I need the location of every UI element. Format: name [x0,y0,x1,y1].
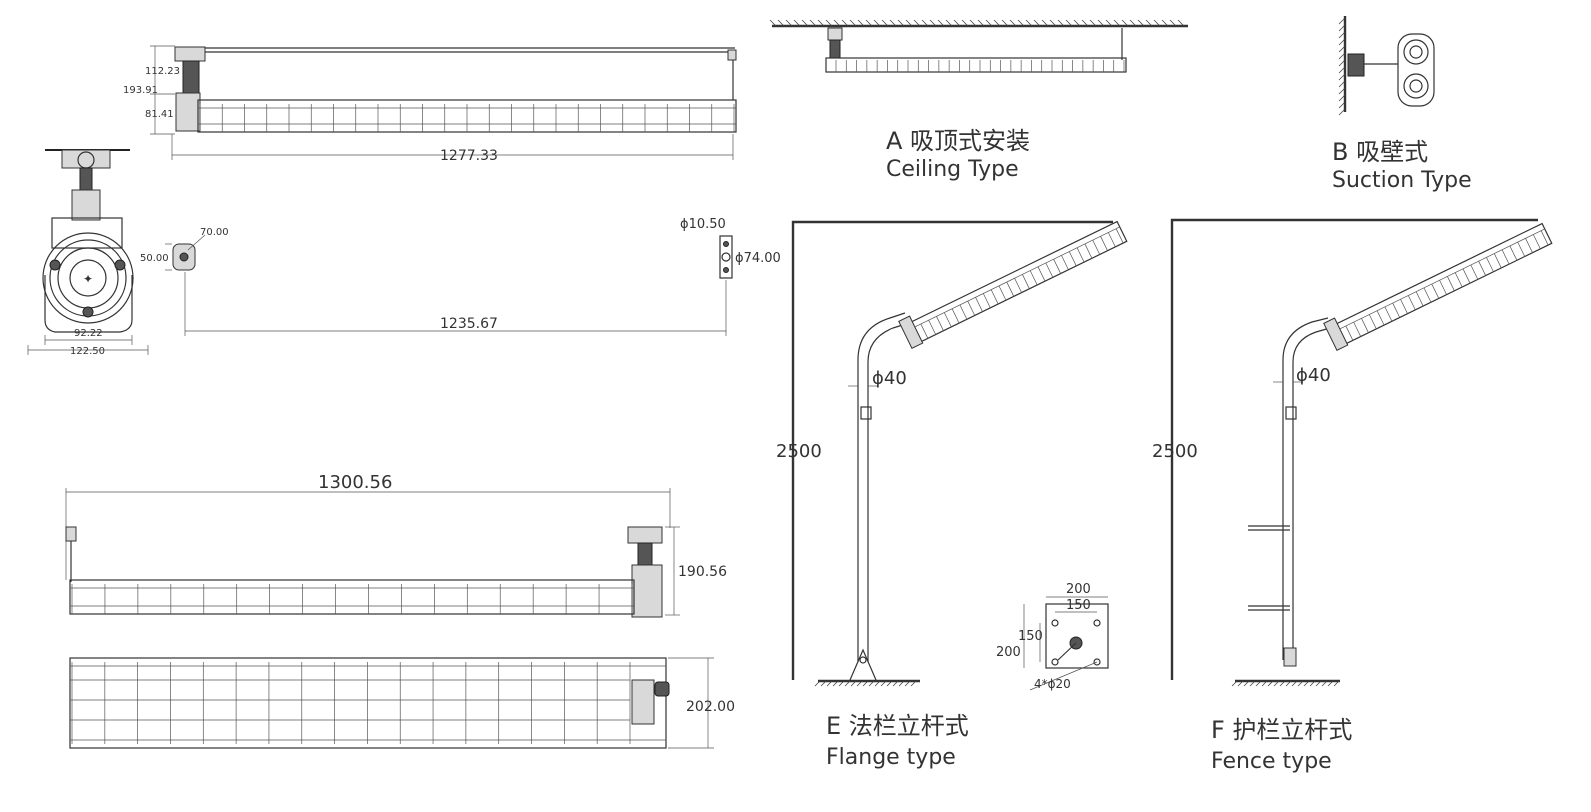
caption-f-english: Fence type [1211,749,1332,774]
dim-top-length: 1277.33 [440,148,498,164]
dim-bracket-width: 70.00 [200,227,229,238]
caption-b-chinese: B 吸壁式 [1332,138,1428,166]
dim-flange-outer-width: 200 [1066,582,1091,597]
dim-hole-diameter: ϕ10.50 [680,217,726,232]
dim-end-inner-width: 92.22 [74,328,103,339]
dim-pole-height-e: 2500 [776,441,822,462]
dim-bracket-height: 50.00 [140,253,169,264]
flange-plate-detail: 200 150 150 200 4*ϕ20 [996,582,1109,691]
dim-side-height: 190.56 [678,564,727,580]
dim-flange-holes: 4*ϕ20 [1034,677,1071,691]
dim-flange-outer-height: 200 [996,645,1021,660]
dim-flange-inner-height: 150 [1018,629,1043,644]
caption-f-chinese: F 护栏立杆式 [1211,716,1352,744]
bottom-view-cage-grid [70,662,631,744]
fence-type-illustration: ϕ40 2500 F 护栏立杆式 Fence type [1152,218,1553,774]
dim-side-length: 1300.56 [318,472,392,493]
side-view-cage-grid [71,584,633,614]
bottom-view: 202.00 [69,657,735,749]
dim-end-outer-width: 122.50 [70,346,105,357]
dim-mount-spacing: 1235.67 [440,316,498,332]
mount-spacing-view: 70.00 50.00 ϕ10.50 ϕ74.00 1235.67 [140,217,781,336]
end-view: ✦ 92.22 122.50 [27,149,149,357]
flange-type-illustration: ϕ40 2500 E 法栏立杆式 Flange type [776,220,1128,770]
caption-e-chinese: E 法栏立杆式 [826,712,969,740]
dim-top-upper: 112.23 [145,66,180,77]
wall-type-illustration: B 吸壁式 Suction Type [1332,16,1472,193]
caption-a-chinese: A 吸顶式安装 [886,127,1030,155]
side-view: 1300.56 190.56 [65,472,727,618]
caption-b-english: Suction Type [1332,168,1472,193]
dim-top-height: 193.91 [123,85,158,96]
top-front-view: 1277.33 112.23 193.91 81.41 [123,45,737,164]
cross-icon: ✦ [83,272,93,286]
top-view-cage-grid [199,104,735,132]
dim-bottom-width: 202.00 [686,699,735,715]
dim-pole-height-f: 2500 [1152,441,1198,462]
dim-pole-diameter-f: ϕ40 [1296,365,1331,386]
caption-a-english: Ceiling Type [886,157,1019,182]
dim-pole-diameter-e: ϕ40 [872,368,907,389]
ceiling-fixture-grid [835,60,1125,72]
dim-plate-diameter: ϕ74.00 [735,251,781,266]
caption-e-english: Flange type [826,745,956,770]
dim-top-lower: 81.41 [145,109,174,120]
ceiling-type-illustration: A 吸顶式安装 Ceiling Type [769,19,1188,182]
dim-flange-inner-width: 150 [1066,598,1091,613]
